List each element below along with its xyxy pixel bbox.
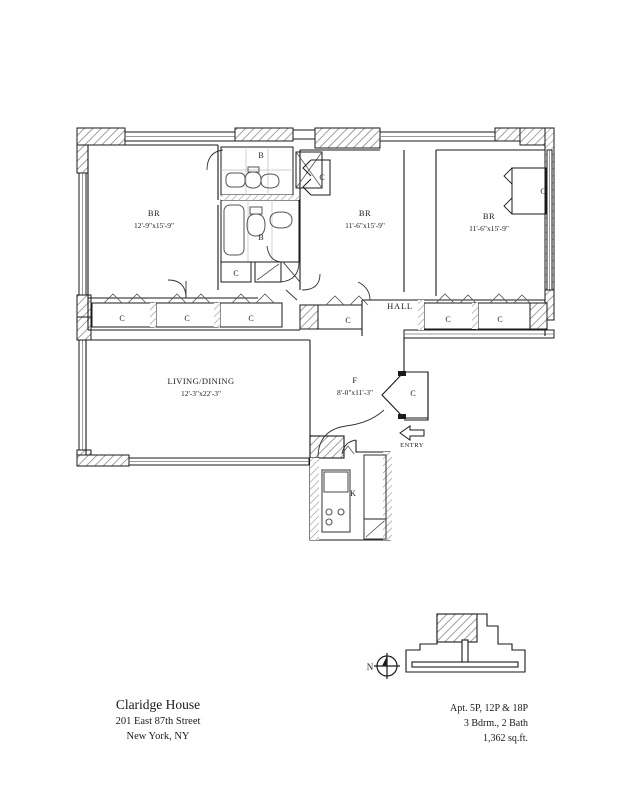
entry-label: ENTRY <box>400 442 424 449</box>
room-dim-br-left: 12'-9"x15'-9" <box>134 221 174 230</box>
room-label-br-left: BR <box>148 208 160 218</box>
square-footage: 1,362 sq.ft. <box>483 733 528 744</box>
closet-label-4: C <box>119 314 124 323</box>
building-address: 201 East 87th Street <box>116 716 201 727</box>
closet-label-6: C <box>248 314 253 323</box>
closet-label-9: C <box>497 315 502 324</box>
closet-row-right <box>418 293 548 330</box>
apartment-numbers: Apt. 5P, 12P & 18P <box>450 703 528 714</box>
closet-label-7: C <box>345 316 350 325</box>
compass-rose: N <box>367 653 400 679</box>
entry-marker: ENTRY <box>399 425 425 449</box>
closet-label-10: C <box>410 389 415 398</box>
closet-br-right <box>503 167 547 215</box>
closet-foyer <box>381 371 429 419</box>
building-city: New York, NY <box>126 731 189 742</box>
closet-box <box>254 261 282 283</box>
room-label-br-mid: BR <box>359 208 371 218</box>
closet-foyer-area <box>299 295 369 330</box>
building-name: Claridge House <box>116 697 200 712</box>
closet-label-8: C <box>445 315 450 324</box>
closet-label-1: C <box>233 269 238 278</box>
door-swings <box>167 149 371 301</box>
bath-label-upper: B <box>258 151 263 160</box>
bath-label-lower: B <box>258 233 263 242</box>
closet-box <box>220 261 252 283</box>
building-key-plan <box>405 613 526 673</box>
kitchen-label: K <box>350 489 356 498</box>
room-dim-foyer: 8'-0"x11'-3" <box>337 388 373 397</box>
hall-label: HALL <box>387 301 413 311</box>
room-dim-living: 12'-3"x22'-3" <box>181 389 221 398</box>
entry-door-swing <box>317 409 385 459</box>
closet-label-2: C <box>540 187 545 196</box>
room-label-living: LIVING/DINING <box>167 376 234 386</box>
room-label-br-right: BR <box>483 211 495 221</box>
entry-arrow-icon <box>399 425 425 441</box>
beds-baths: 3 Bdrm., 2 Bath <box>464 718 528 729</box>
room-label-foyer: F <box>352 375 357 385</box>
compass-north-label: N <box>367 662 374 672</box>
closet-label-5: C <box>184 314 189 323</box>
key-plan-unit-highlight <box>436 613 478 643</box>
closet-label-3: C <box>319 173 324 182</box>
room-dim-br-mid: 11'-6"x15'-9" <box>345 221 385 230</box>
room-dim-br-right: 11'-6"x15'-9" <box>469 224 509 233</box>
bathroom-block <box>220 146 331 283</box>
closet-row-left <box>91 293 283 328</box>
